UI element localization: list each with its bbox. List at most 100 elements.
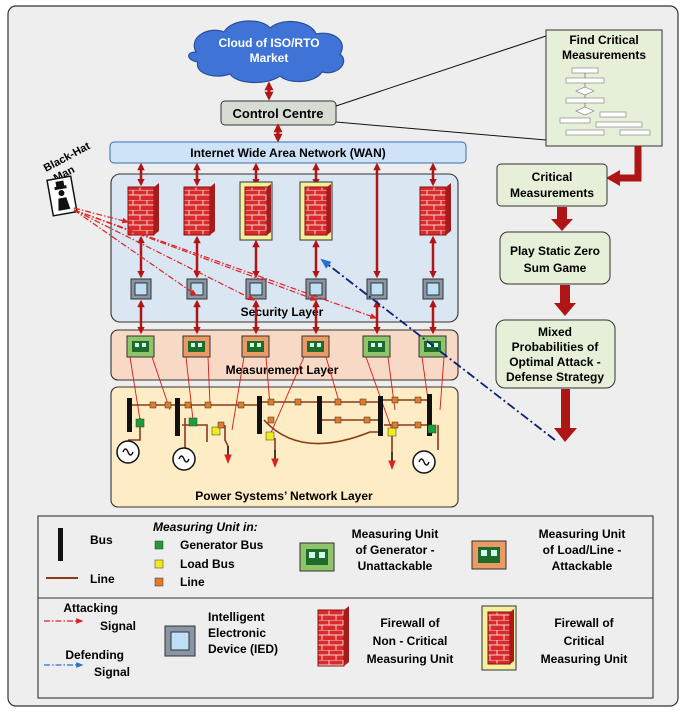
bus-6 <box>427 394 432 436</box>
legend-gen-unit-icon <box>299 542 335 572</box>
control-centre-label: Control Centre <box>233 106 324 121</box>
legend-line-dot <box>154 577 164 587</box>
flow-arrow-3 <box>560 285 570 305</box>
legend: Bus Line Measuring Unit in: Generator Bu… <box>37 515 654 699</box>
legend-load-dot <box>154 559 164 569</box>
measuring-unit-load-2 <box>241 335 270 358</box>
ied-6 <box>422 278 444 300</box>
ied-5 <box>366 278 388 300</box>
legend-box <box>37 515 654 699</box>
security-layer <box>110 173 459 323</box>
attack-signal-3 <box>73 209 256 301</box>
legend-fw-noncritical-label-1: Firewall of <box>380 616 440 630</box>
mixed-label-3: Optimal Attack - <box>509 355 601 369</box>
attack-signals <box>73 207 378 319</box>
find-critical-label-2: Measurements <box>562 48 646 62</box>
flow-arrow-1-head <box>606 170 620 186</box>
legend-attack-label-2: Signal <box>100 619 136 633</box>
loads <box>224 446 396 470</box>
legend-firewall-noncritical-icon <box>317 606 349 667</box>
legend-load-bus-label: Load Bus <box>180 557 235 571</box>
wan-bar <box>109 141 467 164</box>
generator-3 <box>412 450 436 474</box>
ied-1 <box>130 278 152 300</box>
flowchart-thumbnail <box>559 67 651 136</box>
legend-load-unit-icon <box>471 540 507 570</box>
mixed-label-1: Mixed <box>538 325 572 339</box>
bus-3 <box>257 396 262 434</box>
legend-defend-label-2: Signal <box>94 665 130 679</box>
play-game-label-2: Sum Game <box>524 261 587 275</box>
legend-gen-unit-label-1: Measuring Unit <box>352 527 439 541</box>
mixed-strategy-box <box>495 319 616 389</box>
mixed-label-4: Defense Strategy <box>506 370 604 384</box>
legend-fw-critical-label-2: Critical <box>564 634 605 648</box>
flow-arrow-4-head <box>554 428 577 442</box>
flow-arrow-3-head <box>554 303 576 316</box>
legend-fw-noncritical-label-3: Measuring Unit <box>367 652 454 666</box>
flow-arrow-1 <box>618 146 642 182</box>
firewall-noncritical-3 <box>419 183 451 236</box>
measuring-unit-generator-1 <box>126 335 155 358</box>
wan-label: Internet Wide Area Network (WAN) <box>190 146 385 160</box>
power-network <box>116 356 445 474</box>
mixed-label-2: Probabilities of <box>512 340 600 354</box>
attack-signal-1 <box>73 207 130 224</box>
play-game-label-1: Play Static Zero <box>510 244 600 258</box>
firewall-critical-2 <box>299 181 333 241</box>
zoom-line-bottom <box>335 121 547 141</box>
firewall-noncritical-1 <box>127 183 159 236</box>
legend-fw-critical-label-1: Firewall of <box>554 616 614 630</box>
legend-line-item-label: Line <box>180 575 205 589</box>
legend-load-unit-label-1: Measuring Unit <box>539 527 626 541</box>
critical-label-2: Measurements <box>510 186 594 200</box>
attack-signal-5 <box>73 209 378 319</box>
defend-signal <box>320 258 556 441</box>
power-layer-label: Power Systems’ Network Layer <box>195 489 373 503</box>
generator-1 <box>116 440 140 464</box>
measuring-unit-generator-2 <box>362 335 391 358</box>
find-critical-box: Find Critical Measurements <box>545 29 663 147</box>
legend-generator-bus-label: Generator Bus <box>180 538 264 552</box>
legend-bus-icon <box>58 528 63 561</box>
legend-fw-critical-label-3: Measuring Unit <box>541 652 628 666</box>
bus-5 <box>378 396 383 436</box>
ied-2 <box>186 278 208 300</box>
legend-ied-label-2: Electronic <box>208 626 266 640</box>
flow-arrow-2-head <box>551 219 573 231</box>
zoom-line-top <box>335 35 547 107</box>
legend-load-unit-label-3: Attackable <box>552 559 613 573</box>
legend-fw-noncritical-label-2: Non - Critical <box>373 634 448 648</box>
cloud-iso-rto-market: Cloud of ISO/RTO Market <box>188 20 345 84</box>
security-columns <box>126 162 451 358</box>
legend-firewall-critical-icon <box>481 605 517 671</box>
flow-arrow-2 <box>557 207 567 221</box>
legend-load-unit-label-2: of Load/Line - <box>543 543 622 557</box>
bus-2 <box>175 398 180 436</box>
critical-label-1: Critical <box>532 170 573 184</box>
generator-2 <box>172 447 196 471</box>
legend-gen-unit-label-2: of Generator - <box>355 543 434 557</box>
legend-ied-label-3: Device (IED) <box>208 642 278 656</box>
play-game-box <box>499 231 611 285</box>
security-layer-label: Security Layer <box>241 305 324 319</box>
critical-measurements-box <box>496 163 608 207</box>
legend-attack-label-1: Attacking <box>63 601 118 615</box>
legend-line-label: Line <box>90 572 115 586</box>
firewall-critical-1 <box>239 181 273 241</box>
measuring-unit-load-1 <box>182 335 211 358</box>
find-critical-label-1: Find Critical <box>569 33 638 47</box>
legend-gen-unit-label-3: Unattackable <box>358 559 433 573</box>
cloud-label-2: Market <box>250 51 289 65</box>
legend-ied-icon <box>164 625 196 657</box>
legend-defend-label-1: Defending <box>65 648 124 662</box>
legend-generator-dot <box>154 540 164 550</box>
measurement-layer-label: Measurement Layer <box>226 363 339 377</box>
measurement-dots <box>135 396 437 441</box>
cloud-label-1: Cloud of ISO/RTO <box>218 36 319 50</box>
legend-ied-label-1: Intelligent <box>208 610 265 624</box>
hacker-icon <box>54 180 71 211</box>
legend-mu-in-label: Measuring Unit in: <box>153 520 258 534</box>
legend-bus-label: Bus <box>90 533 113 547</box>
